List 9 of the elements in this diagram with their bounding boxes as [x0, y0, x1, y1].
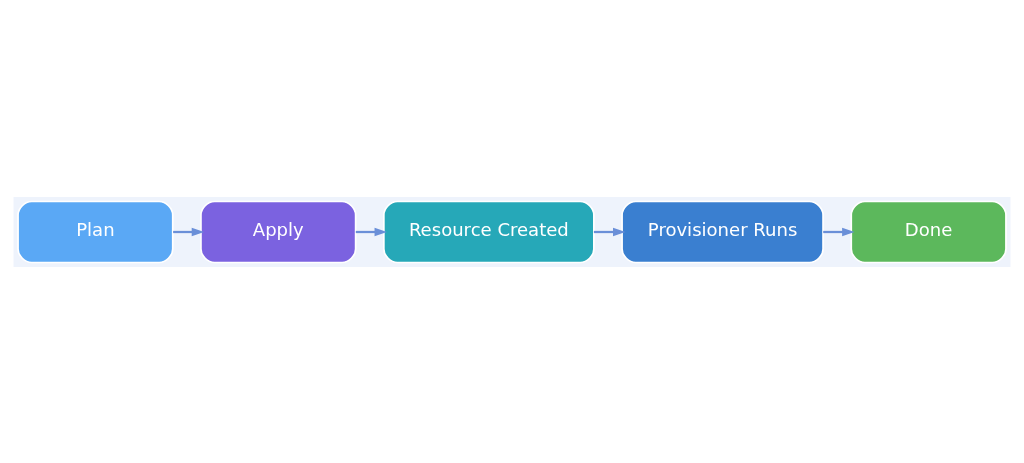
arrow — [355, 227, 387, 236]
node-box: Apply — [200, 200, 357, 263]
arrow — [823, 227, 855, 236]
arrow — [593, 227, 626, 236]
arrow — [173, 227, 205, 236]
node-box: Resource Created — [383, 200, 595, 263]
node-box: Done — [850, 200, 1007, 263]
node-box: Plan — [17, 200, 174, 263]
node-box: Provisioner Runs — [621, 200, 824, 263]
